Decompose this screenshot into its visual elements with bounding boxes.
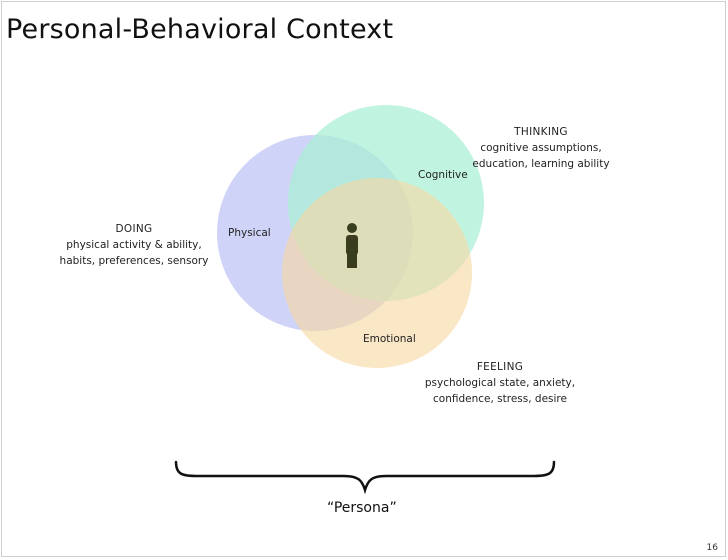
feeling-line: psychological state, anxiety, — [424, 377, 576, 389]
feeling-line: confidence, stress, desire — [433, 393, 567, 405]
doing-line: physical activity & ability, — [66, 239, 202, 251]
emotional-label: Emotional — [363, 333, 416, 345]
persona-label: “Persona” — [327, 500, 397, 516]
curly-brace — [174, 460, 556, 495]
thinking-heading: THINKING — [514, 126, 568, 138]
cognitive-label: Cognitive — [418, 169, 468, 181]
thinking-line: education, learning ability — [472, 158, 610, 170]
person-icon — [346, 223, 358, 268]
emotional-circle — [282, 178, 472, 368]
doing-block: DOING physical activity & ability, habit… — [46, 221, 222, 269]
physical-label: Physical — [228, 227, 271, 239]
feeling-heading: FEELING — [476, 361, 524, 373]
page-number: 16 — [706, 543, 718, 553]
thinking-block: THINKING cognitive assumptions, educatio… — [462, 124, 620, 172]
doing-line: habits, preferences, sensory — [59, 255, 209, 267]
slide-title: Personal-Behavioral Context — [6, 14, 394, 45]
doing-heading: DOING — [115, 223, 153, 235]
thinking-line: cognitive assumptions, — [480, 142, 602, 154]
feeling-block: FEELING psychological state, anxiety, co… — [418, 359, 582, 407]
